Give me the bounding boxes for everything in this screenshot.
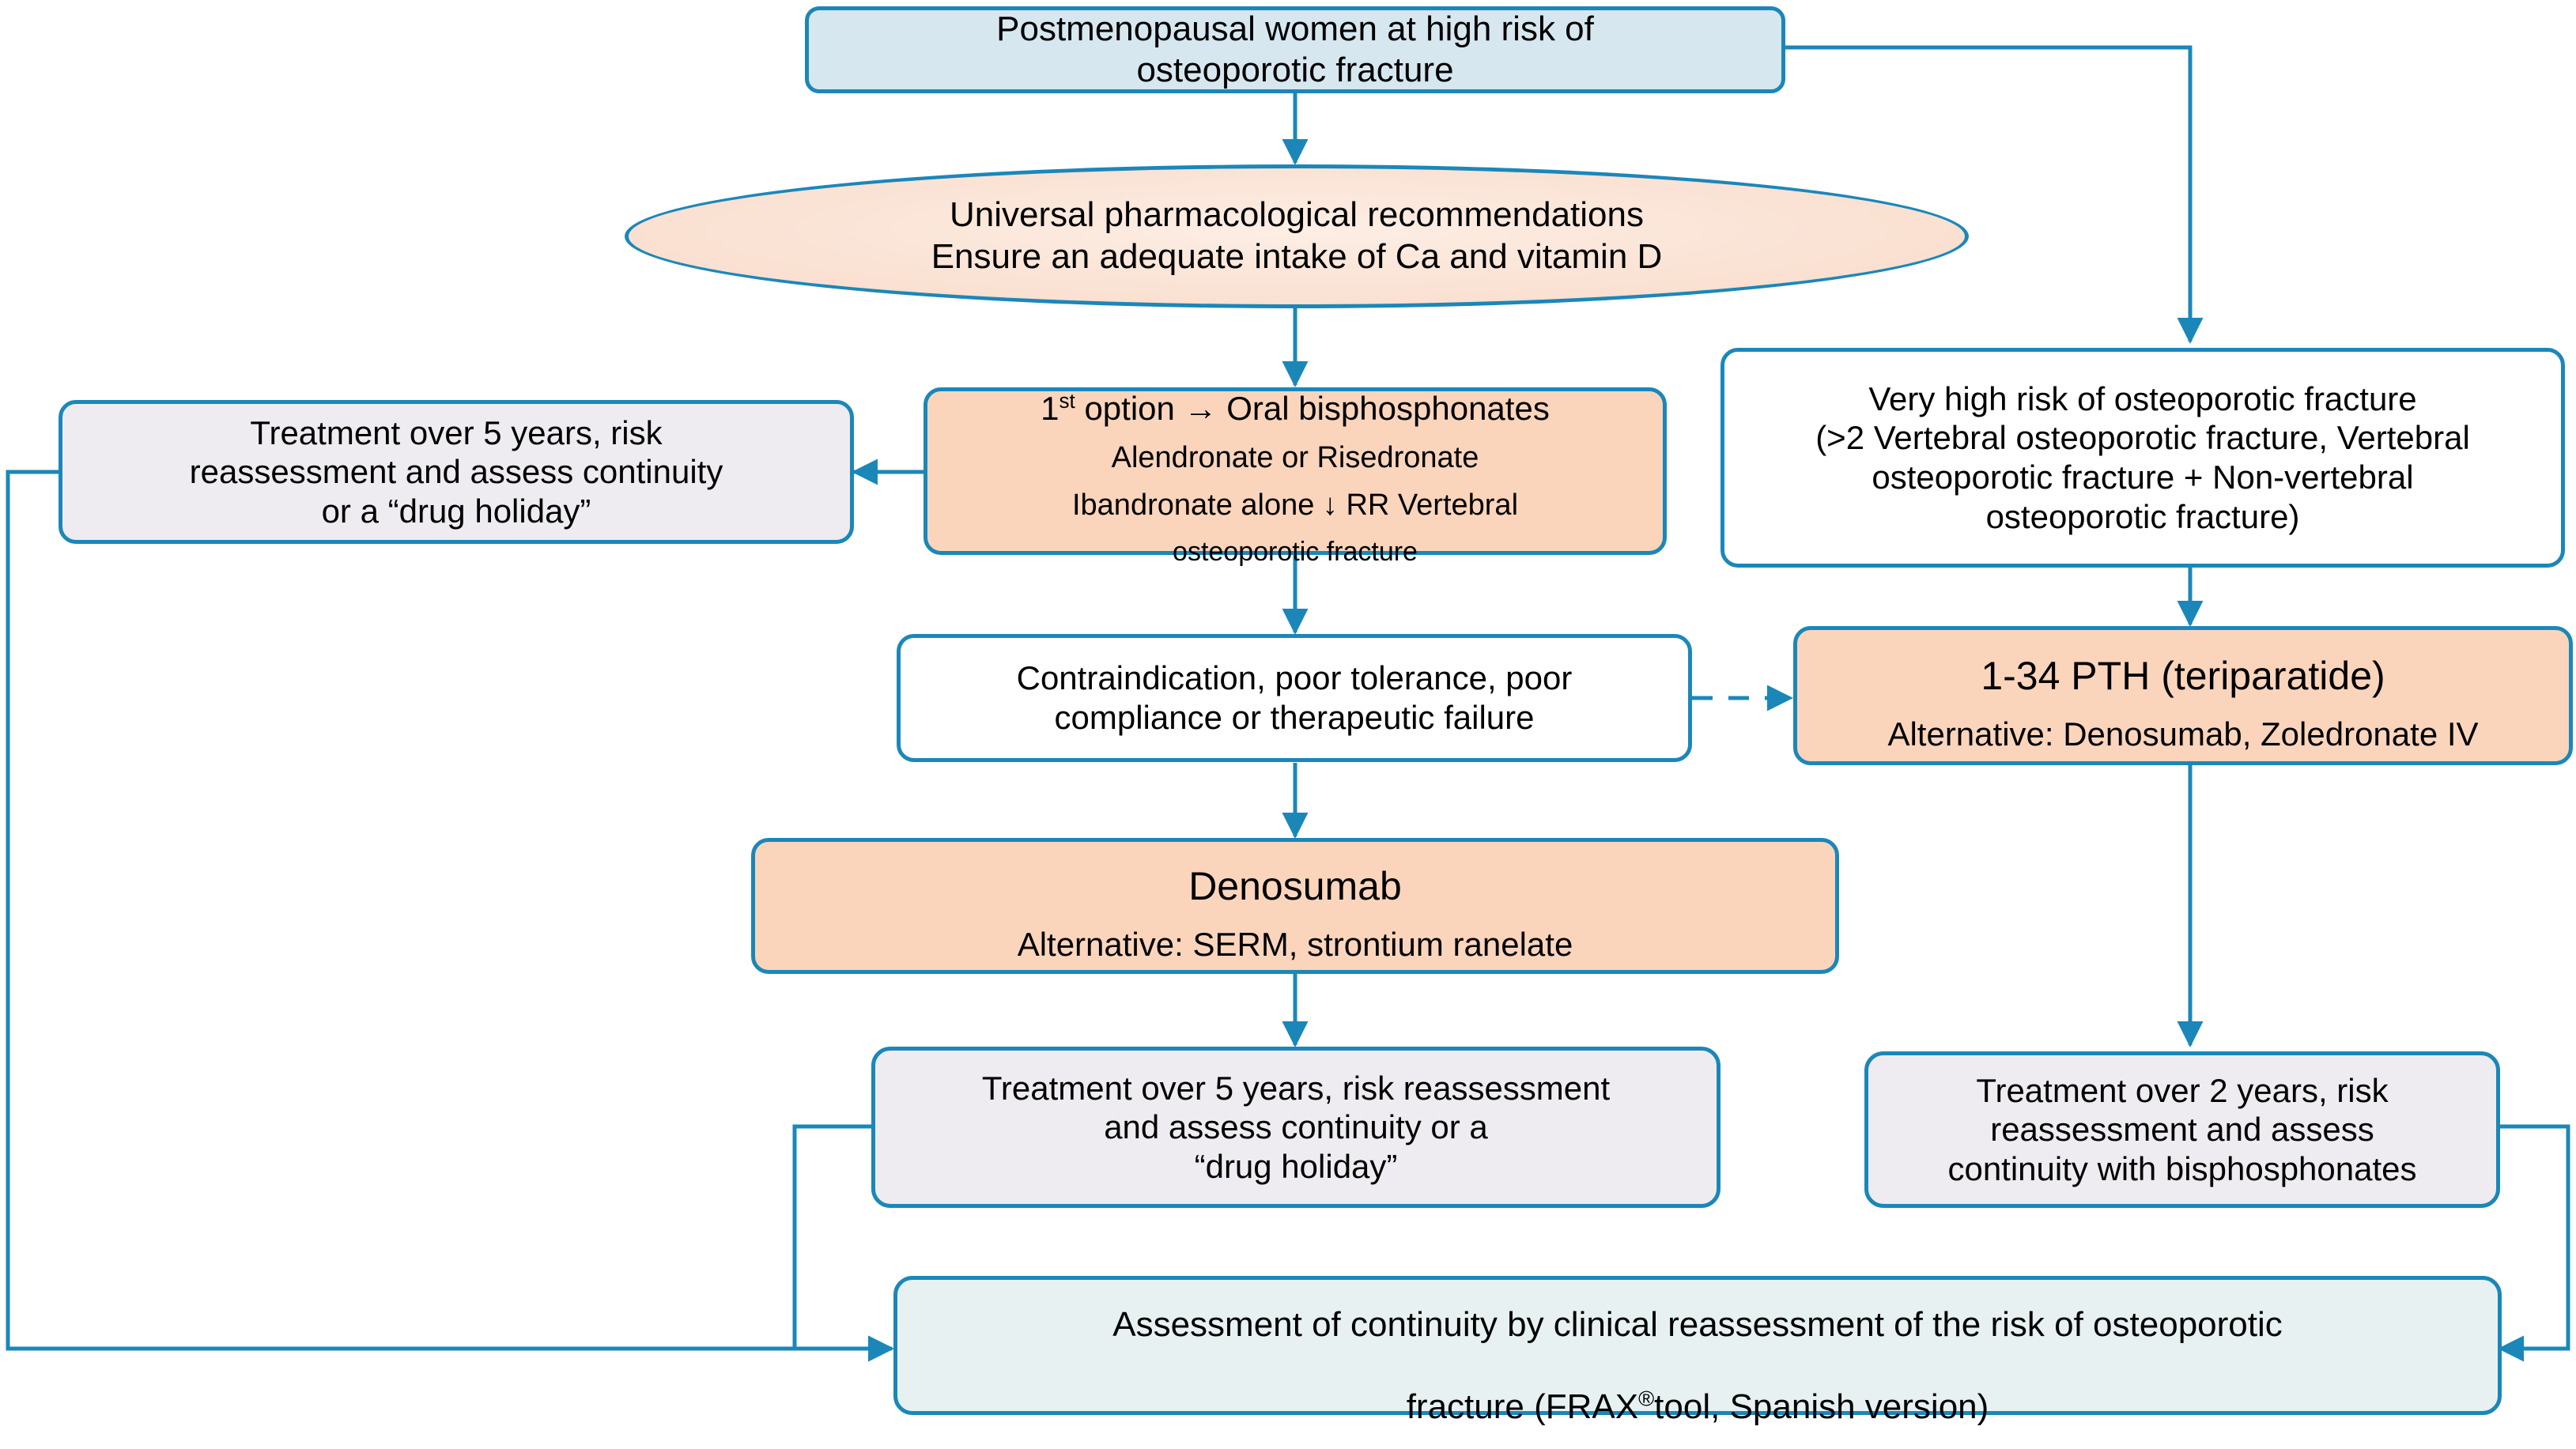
node-first-option-line4: osteoporotic fracture <box>1173 536 1418 567</box>
node-assessment-of-continuity[interactable]: Assessment of continuity by clinical rea… <box>893 1276 2502 1426</box>
node-treatment-5-years-mid[interactable]: Treatment over 5 years, risk reassessmen… <box>871 1047 1720 1208</box>
registered-trademark-icon: ® <box>1638 1386 1655 1411</box>
node-denosumab-title: Denosumab <box>1188 863 1402 908</box>
node-first-option-line1-rest: option → Oral bisphosphonates <box>1075 390 1550 427</box>
node-first-option-line3: Ibandronate alone ↓ RR Vertebral <box>1071 489 1519 523</box>
node-denosumab[interactable]: Denosumab Alternative: SERM, strontium r… <box>751 838 1839 974</box>
node-assessment-line2: fracture (FRAX®tool, Spanish version) <box>1407 1387 1989 1426</box>
node-start-label: Postmenopausal women at high risk of ost… <box>996 9 1594 89</box>
node-start[interactable]: Postmenopausal women at high risk of ost… <box>805 6 1785 93</box>
node-pth-teriparatide[interactable]: 1-34 PTH (teriparatide) Alternative: Den… <box>1793 626 2573 765</box>
edge-treat2-right-to-assessment <box>2498 1124 2570 1362</box>
node-universal-recommendations-label: Universal pharmacological recommendation… <box>931 195 1663 276</box>
node-assessment-line1: Assessment of continuity by clinical rea… <box>1112 1305 2283 1345</box>
node-contraindication[interactable]: Contraindication, poor tolerance, poor c… <box>897 634 1692 762</box>
node-treatment-2-years-right-label: Treatment over 2 years, risk reassessmen… <box>1947 1071 2417 1187</box>
node-denosumab-subtitle: Alternative: SERM, strontium ranelate <box>1017 925 1573 963</box>
node-first-option-ordinal: 1 <box>1041 390 1059 427</box>
node-first-option-line2: Alendronate or Risedronate <box>1111 440 1479 474</box>
node-contraindication-label: Contraindication, poor tolerance, poor c… <box>1016 659 1573 736</box>
node-very-high-risk-label: Very high risk of osteoporotic fracture … <box>1815 379 2470 535</box>
node-universal-recommendations[interactable]: Universal pharmacological recommendation… <box>625 164 1969 308</box>
node-very-high-risk[interactable]: Very high risk of osteoporotic fracture … <box>1720 348 2565 568</box>
node-treatment-5-years-left[interactable]: Treatment over 5 years, risk reassessmen… <box>59 400 854 544</box>
node-assessment-line2-a: fracture (FRAX <box>1406 1387 1639 1426</box>
node-first-option-line1: 1st option → Oral bisphosphonates <box>1041 390 1550 427</box>
node-first-option-ordinal-suffix: st <box>1059 389 1075 413</box>
node-treatment-5-years-left-label: Treatment over 5 years, risk reassessmen… <box>189 413 723 530</box>
node-treatment-2-years-right[interactable]: Treatment over 2 years, risk reassessmen… <box>1864 1051 2500 1208</box>
node-treatment-5-years-mid-label: Treatment over 5 years, risk reassessmen… <box>981 1069 1611 1185</box>
node-pth-teriparatide-subtitle: Alternative: Denosumab, Zoledronate IV <box>1887 715 2479 753</box>
node-assessment-line2-b: tool, Spanish version) <box>1654 1387 1989 1426</box>
node-pth-teriparatide-title: 1-34 PTH (teriparatide) <box>1981 653 2385 698</box>
node-first-option[interactable]: 1st option → Oral bisphosphonates Alendr… <box>924 387 1667 567</box>
